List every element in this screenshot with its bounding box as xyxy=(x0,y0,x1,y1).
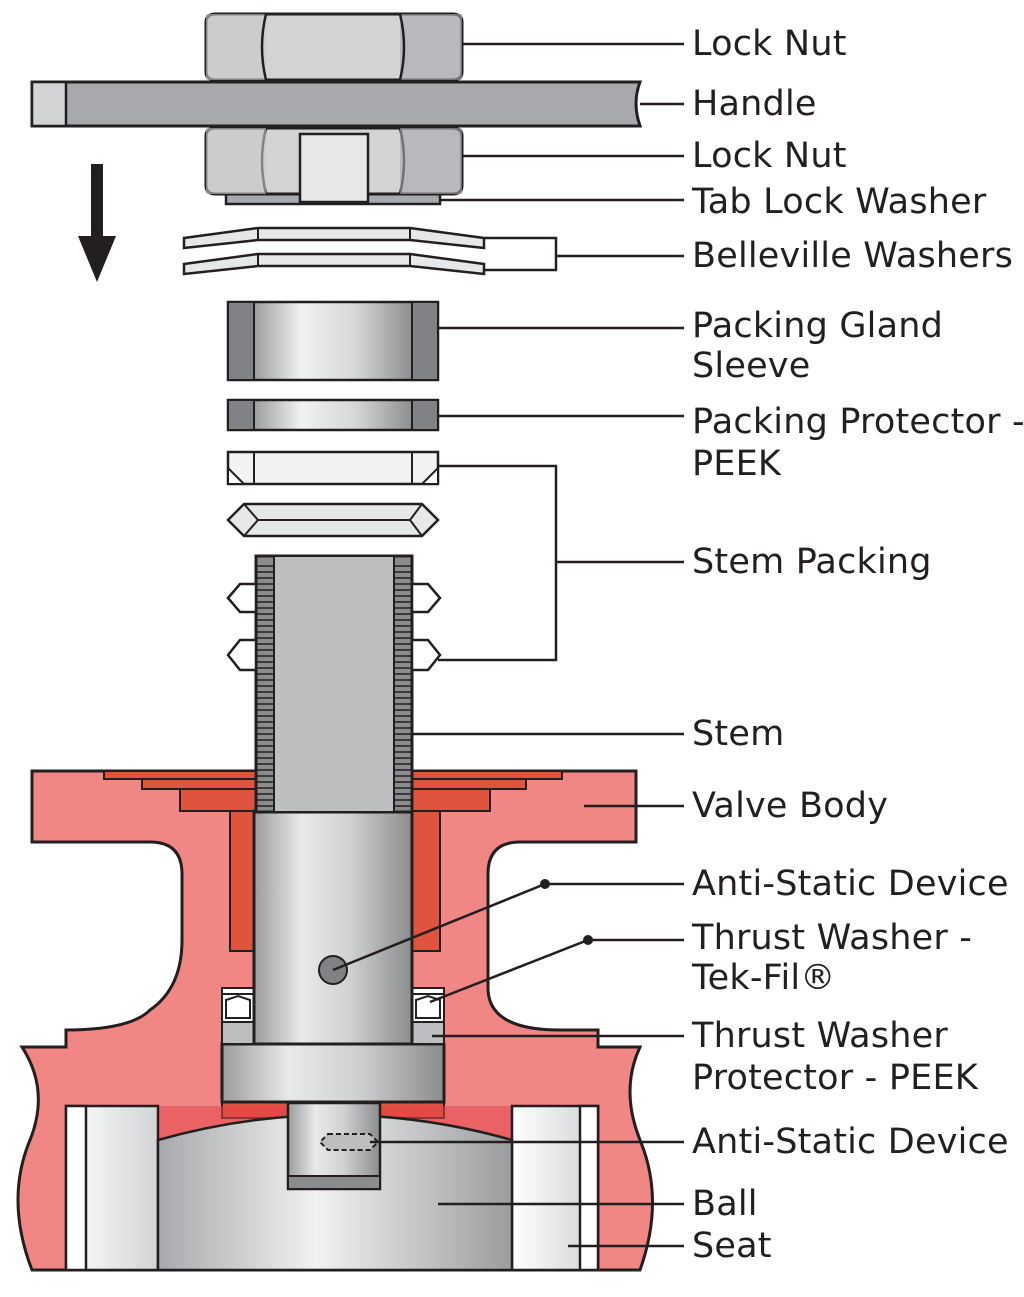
label-handle: Handle xyxy=(692,84,817,124)
label-stem: Stem xyxy=(692,714,785,754)
label-anti-static-device-upper: Anti-Static Device xyxy=(692,864,1009,904)
label-thrust-washer-protector-2: Protector - PEEK xyxy=(692,1058,978,1098)
stem-threads xyxy=(256,565,412,807)
stem-packing-on-stem xyxy=(226,582,442,672)
lock-nut-lower xyxy=(204,126,464,204)
label-thrust-washer-1: Thrust Washer - xyxy=(692,918,973,958)
label-ball: Ball xyxy=(692,1184,758,1224)
label-tab-lock-washer: Tab Lock Washer xyxy=(692,182,987,222)
leader-lines xyxy=(332,42,684,1248)
lock-nut-top xyxy=(204,12,464,82)
packing-protector xyxy=(226,398,440,432)
label-anti-static-device-lower: Anti-Static Device xyxy=(692,1122,1009,1162)
stem xyxy=(252,809,414,1046)
packing-protector-ring xyxy=(226,450,440,486)
anti-static-device-lower-shape xyxy=(318,1133,380,1151)
belleville-washers xyxy=(182,226,486,276)
packing-gland-sleeve xyxy=(226,300,440,382)
label-packing-gland-sleeve-2: Sleeve xyxy=(692,346,811,386)
stem-threaded xyxy=(254,554,414,814)
label-packing-protector-2: PEEK xyxy=(692,444,782,484)
label-belleville-washers: Belleville Washers xyxy=(692,236,1014,276)
label-thrust-washer-protector-1: Thrust Washer xyxy=(692,1016,948,1056)
label-thrust-washer-2: Tek-Fil® xyxy=(692,958,836,998)
label-packing-gland-sleeve-1: Packing Gland xyxy=(692,306,944,346)
label-packing-protector-1: Packing Protector - xyxy=(692,402,1024,442)
handle xyxy=(30,80,643,128)
label-lock-nut-top: Lock Nut xyxy=(692,24,847,64)
label-lock-nut: Lock Nut xyxy=(692,136,847,176)
label-seat: Seat xyxy=(692,1226,772,1266)
label-valve-body: Valve Body xyxy=(692,786,889,826)
assembly-direction-arrow-icon xyxy=(78,164,116,282)
seat xyxy=(64,1104,600,1272)
label-stem-packing: Stem Packing xyxy=(692,542,932,582)
stem-packing-ring xyxy=(226,502,440,538)
stem-collar xyxy=(220,1042,446,1104)
thrust-washer xyxy=(221,993,445,1045)
